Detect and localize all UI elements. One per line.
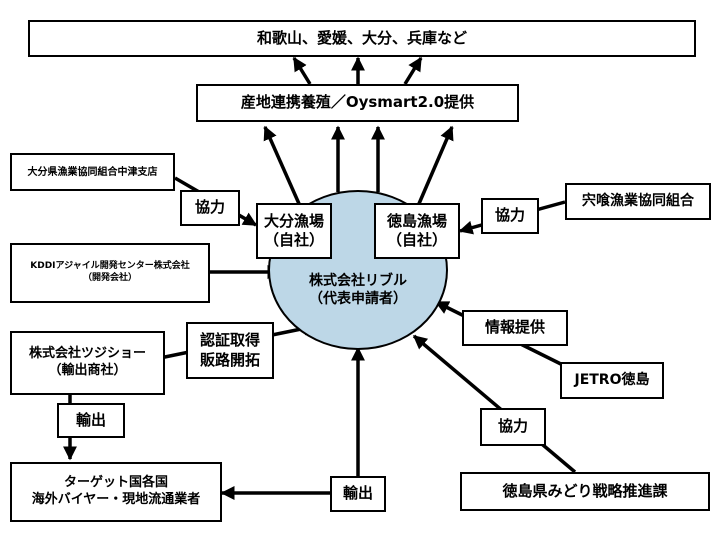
tokushima-farm-box: 徳島漁場 （自社） <box>374 203 460 259</box>
regions-text: 和歌山、愛媛、大分、兵庫など <box>256 28 467 47</box>
cooperation-label-left: 協力 <box>180 190 240 226</box>
kddi-name: KDDIアジャイル開発センター株式会社 <box>30 261 190 272</box>
cooperation-right-text: 協力 <box>494 206 525 225</box>
tokushima-pref-text: 徳島県みどり戦略推進課 <box>502 481 668 500</box>
ribble-role: （代表申請者） <box>309 291 407 308</box>
tsujisho-name: 株式会社ツジショー <box>28 346 146 362</box>
ribble-name: 株式会社リブル <box>309 273 407 289</box>
shinji-coop-text: 宍喰漁業協同組合 <box>582 193 694 210</box>
production-text: 産地連携養殖／Oysmart2.0提供 <box>240 93 475 112</box>
regions-box: 和歌山、愛媛、大分、兵庫など <box>28 20 696 57</box>
shinji-coop-box: 宍喰漁業協同組合 <box>565 183 711 220</box>
kddi-box: KDDIアジャイル開発センター株式会社 （開発会社） <box>10 243 210 303</box>
kddi-role: （開発会社） <box>82 273 137 283</box>
oita-coop-box: 大分県漁業協同組合中津支店 <box>10 153 175 191</box>
oita-farm-box: 大分漁場 （自社） <box>256 203 332 259</box>
export-label-bottom: 輸出 <box>330 476 386 512</box>
arrow-tokushima-pref-to-ribble <box>412 334 577 474</box>
oita-coop-text: 大分県漁業協同組合中津支店 <box>27 166 158 178</box>
certification-label: 認証取得 販路開拓 <box>186 322 274 379</box>
cooperation-bottom-text: 協力 <box>497 417 528 436</box>
cooperation-label-right: 協力 <box>481 198 539 234</box>
arrow-ribble-to-production-left <box>263 125 302 207</box>
target-line1: ターゲット国各国 <box>63 475 168 491</box>
export-label-left: 輸出 <box>57 403 125 438</box>
cooperation-left-text: 協力 <box>194 198 225 217</box>
info-provision-label: 情報提供 <box>462 310 568 346</box>
certification-line2: 販路開拓 <box>199 350 260 369</box>
tokushima-pref-box: 徳島県みどり戦略推進課 <box>460 472 710 511</box>
tsujisho-box: 株式会社ツジショー （輸出商社） <box>10 331 165 395</box>
tsujisho-role: （輸出商社） <box>48 363 127 378</box>
export-left-text: 輸出 <box>75 410 106 429</box>
production-box: 産地連携養殖／Oysmart2.0提供 <box>196 84 519 122</box>
jetro-text: JETRO徳島 <box>574 372 650 389</box>
export-bottom-text: 輸出 <box>342 484 373 503</box>
tokushima-farm-name: 徳島漁場 <box>386 211 447 230</box>
target-box: ターゲット国各国 海外バイヤー・現地流通業者 <box>10 462 222 522</box>
ribble-label: 株式会社リブル （代表申請者） <box>280 272 436 308</box>
arrow-ribble-to-production-right <box>416 125 454 207</box>
info-provision-text: 情報提供 <box>484 318 545 337</box>
oita-farm-name: 大分漁場 <box>263 211 324 230</box>
tokushima-farm-note: （自社） <box>386 231 447 249</box>
certification-line1: 認証取得 <box>199 331 260 349</box>
arrow-production-to-regions-left <box>292 56 312 85</box>
cooperation-label-bottom: 協力 <box>480 408 546 446</box>
jetro-box: JETRO徳島 <box>560 362 664 399</box>
arrow-production-to-regions-right <box>403 56 423 85</box>
target-line2: 海外バイヤー・現地流通業者 <box>31 492 201 507</box>
oita-farm-note: （自社） <box>263 231 324 249</box>
